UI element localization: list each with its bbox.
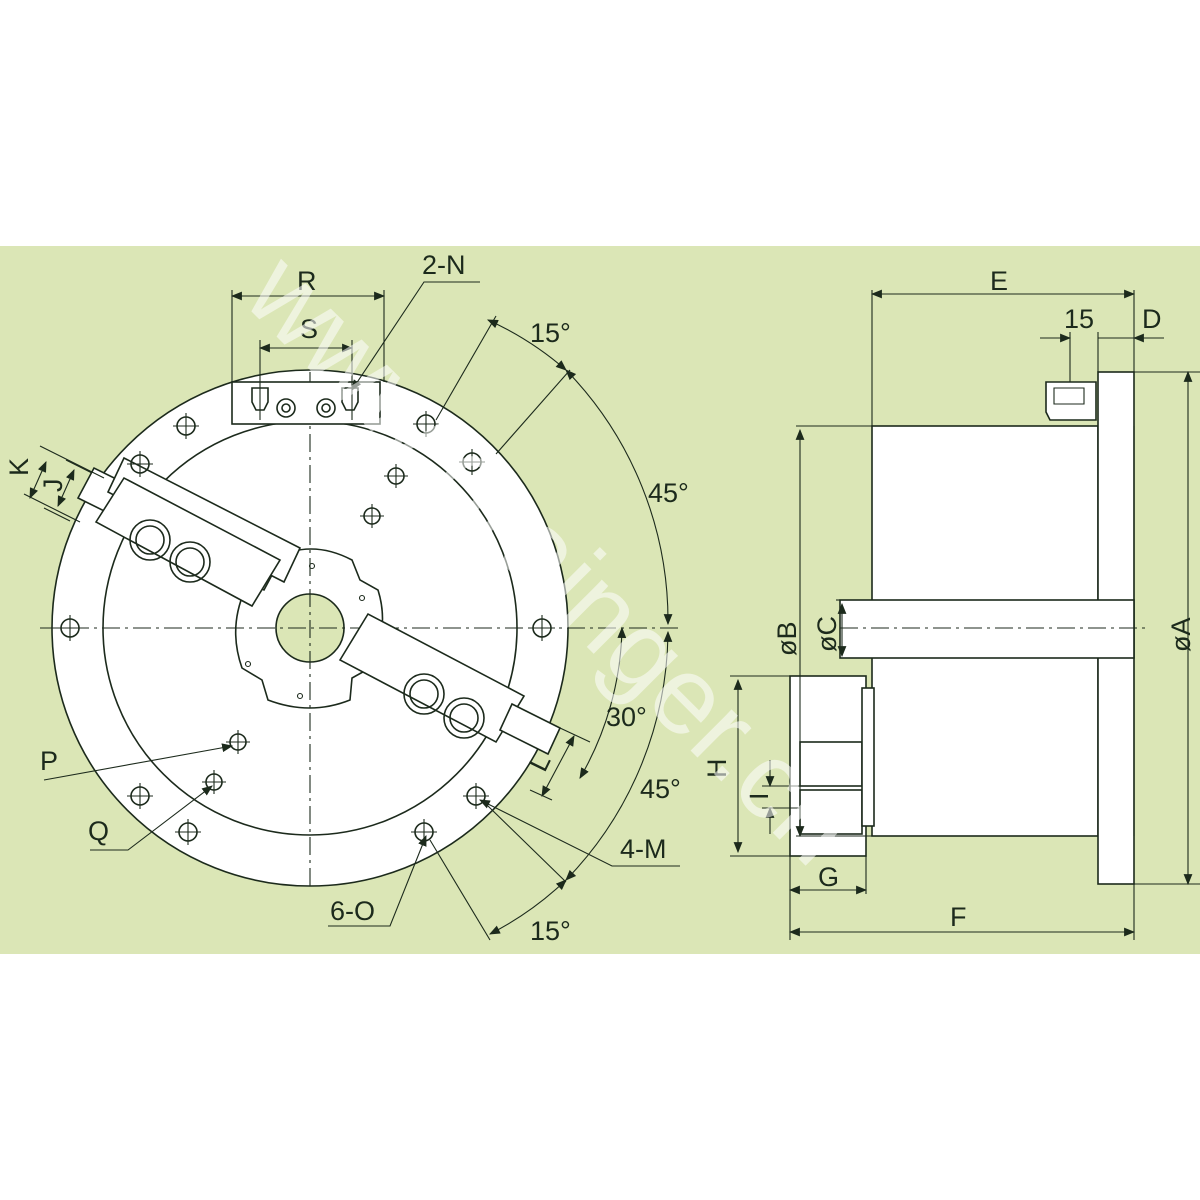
label-6-O: 6-O xyxy=(330,896,375,926)
label-angle-15-bottom: 15° xyxy=(530,916,571,946)
label-E: E xyxy=(990,266,1008,296)
dimension-K-J xyxy=(23,445,105,523)
label-angle-45-bottom: 45° xyxy=(640,774,681,804)
front-view xyxy=(23,281,680,941)
label-P: P xyxy=(40,746,58,776)
label-J: J xyxy=(38,479,68,493)
label-Q: Q xyxy=(88,816,109,846)
label-I: I xyxy=(744,792,774,800)
label-K: K xyxy=(4,458,34,476)
chuck-hub xyxy=(234,548,384,709)
side-shaft xyxy=(839,599,1135,659)
side-view xyxy=(730,289,1200,940)
upper-left-jaw xyxy=(76,456,302,608)
label-D: D xyxy=(1142,304,1162,334)
label-S: S xyxy=(300,314,318,344)
label-diaB: øB xyxy=(772,621,802,656)
label-R: R xyxy=(297,266,317,296)
label-angle-45-top: 45° xyxy=(648,478,689,508)
angle-dimensions xyxy=(429,315,673,941)
label-diaA: øA xyxy=(1166,617,1196,652)
top-jaw-block xyxy=(231,381,381,425)
dimension-labels: R S 2-N K J P Q L 4-M 6-O 15° 45° 30° 45… xyxy=(4,250,1196,946)
bolt-holes xyxy=(57,411,555,845)
label-4-M: 4-M xyxy=(620,834,667,864)
label-angle-30: 30° xyxy=(606,702,647,732)
label-H: H xyxy=(702,759,732,779)
dimension-R-S xyxy=(230,281,480,420)
label-F: F xyxy=(950,902,967,932)
label-15: 15 xyxy=(1064,304,1094,334)
label-diaC: øC xyxy=(812,616,842,652)
label-angle-15-top: 15° xyxy=(530,318,571,348)
leader-lines xyxy=(43,743,680,927)
label-G: G xyxy=(818,862,839,892)
label-2-N: 2-N xyxy=(422,250,466,280)
